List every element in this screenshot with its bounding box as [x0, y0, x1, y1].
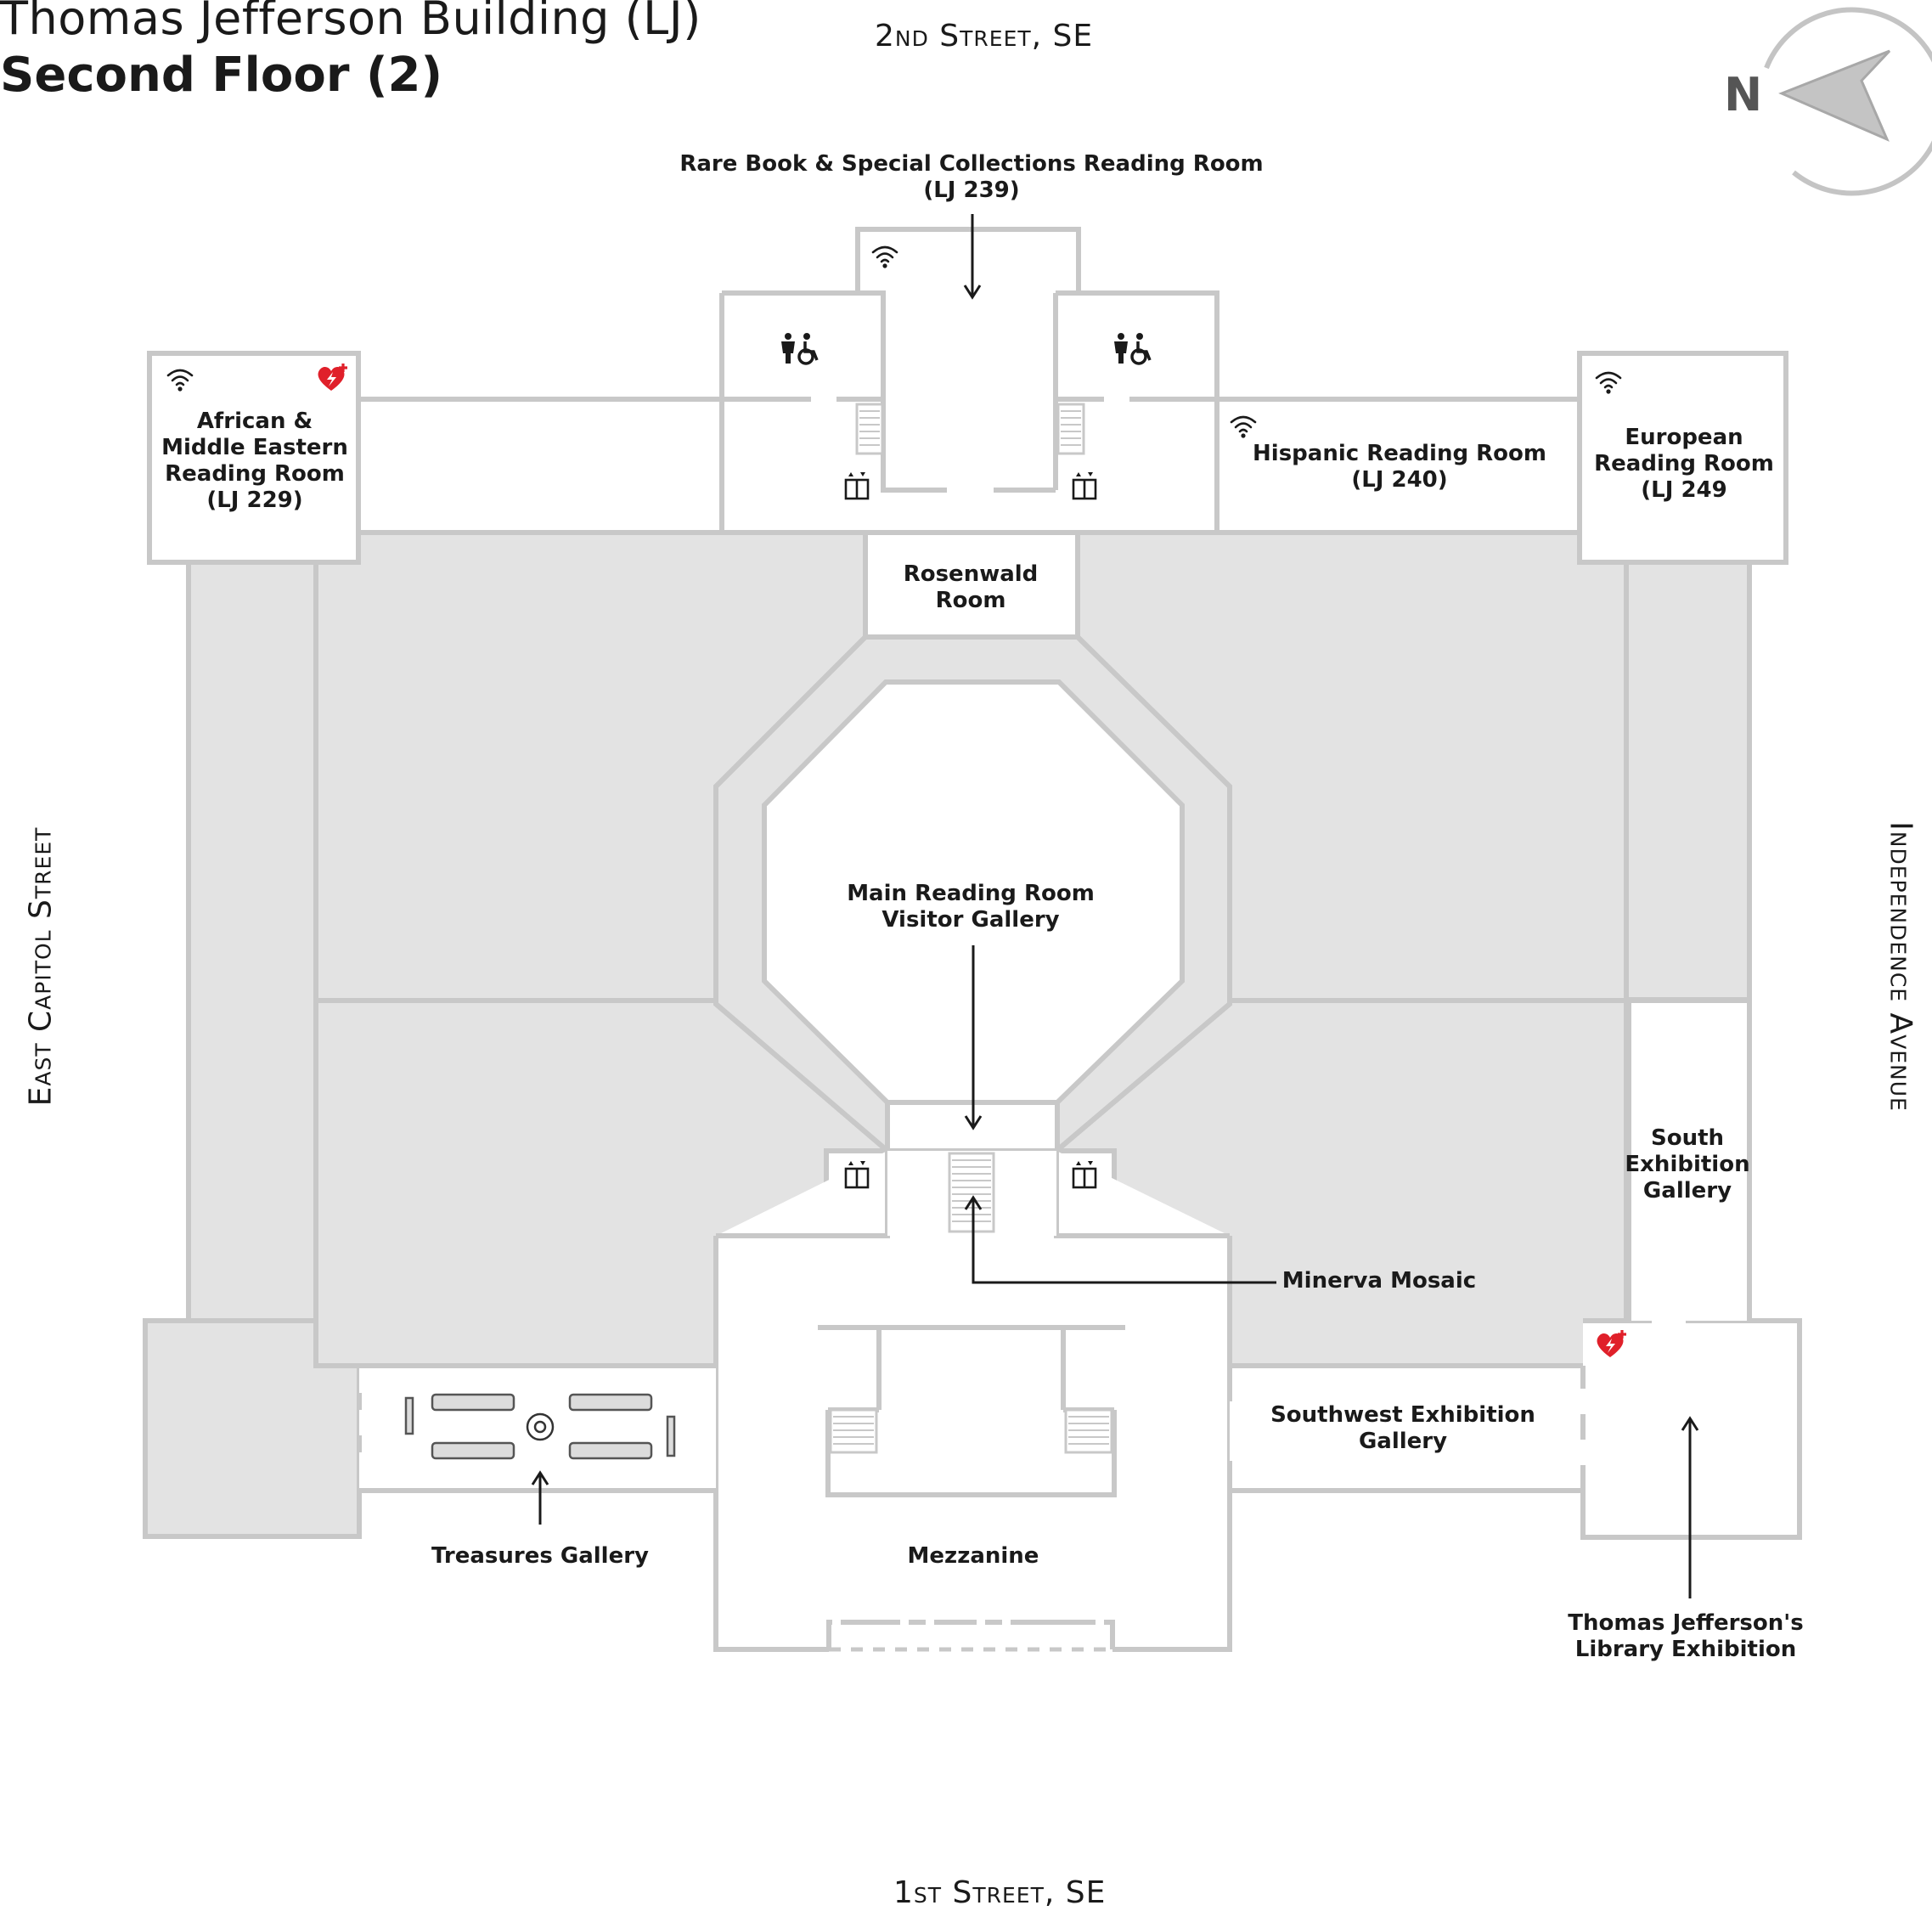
- north-compass-icon: [1764, 7, 1932, 196]
- minerva-mosaic-label: Minerva Mosaic: [1281, 1268, 1477, 1294]
- street-bottom: 1st Street, SE: [893, 1875, 1107, 1910]
- rosenwald-room-wall: [863, 530, 1080, 640]
- north-label: N: [1724, 68, 1763, 121]
- street-right: Independence Avenue: [1883, 821, 1918, 1112]
- street-top: 2nd Street, SE: [875, 19, 1094, 54]
- mezzanine-label: Mezzanine: [907, 1543, 1039, 1569]
- rare-book-reading-room-label: Rare Book & Special Collections Reading …: [679, 151, 1264, 203]
- street-left: East Capitol Street: [23, 826, 59, 1107]
- display-cases: [404, 1393, 676, 1460]
- floor-title: Second Floor (2): [0, 48, 443, 103]
- hispanic-reading-room-label: Hispanic Reading Room(LJ 240): [1253, 441, 1546, 493]
- callout-arrows: [531, 214, 1699, 1598]
- treasures-gallery-label: Treasures Gallery: [431, 1543, 649, 1569]
- building-title: Thomas Jefferson Building (LJ): [0, 0, 701, 45]
- walls: [147, 227, 1802, 1652]
